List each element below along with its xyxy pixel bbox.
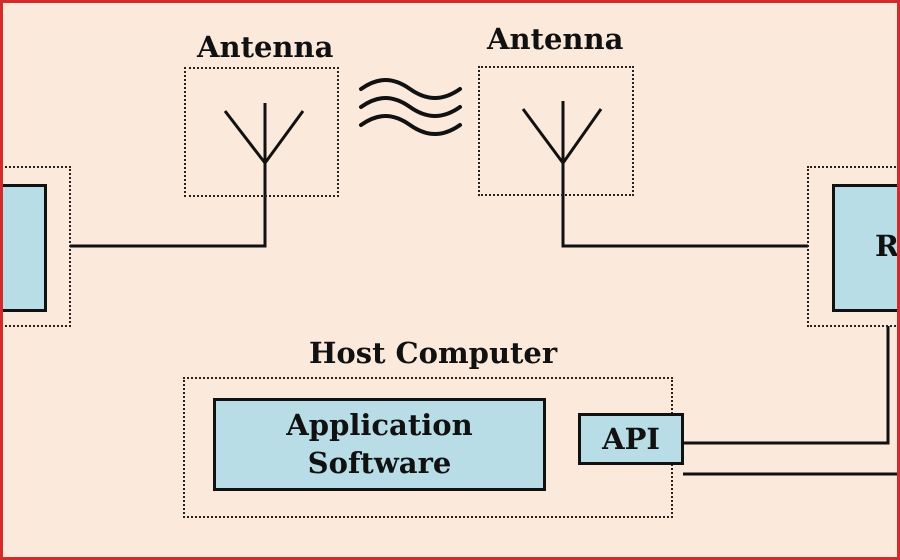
api-label: API (602, 422, 660, 456)
antenna-right-frame (478, 66, 634, 196)
antenna-right-icon (521, 101, 603, 164)
antenna-right-label: Antenna (487, 22, 624, 56)
antenna-left-icon (223, 103, 305, 164)
host-computer-label: Host Computer (309, 336, 558, 370)
reader-to-api-line (683, 326, 890, 445)
tag-frame (3, 166, 71, 327)
tag-box (3, 184, 47, 312)
wireless-waves-icon (359, 78, 462, 136)
application-software-label: Application Software (286, 407, 473, 480)
antenna-left-frame (184, 67, 339, 197)
reader-label: Re (875, 229, 900, 263)
antenna-to-reader-line (561, 163, 808, 248)
reader-frame (807, 166, 897, 327)
api-box: API (578, 413, 684, 465)
tag-to-antenna-line (70, 163, 267, 248)
reader-box: Re (832, 184, 900, 312)
application-software-box: Application Software (213, 398, 546, 491)
diagram-lines (70, 78, 897, 476)
antenna-left-label: Antenna (197, 30, 334, 64)
